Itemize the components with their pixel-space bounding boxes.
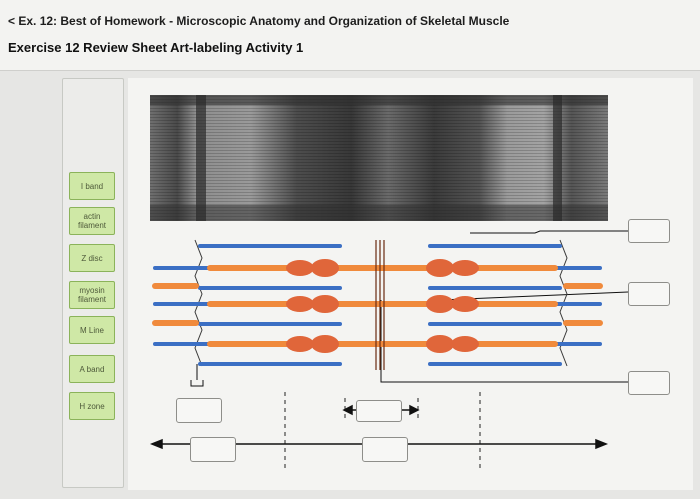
- drop-target-1[interactable]: [628, 219, 670, 243]
- label-myosin-filament[interactable]: myosin filament: [69, 281, 115, 309]
- label-a-band[interactable]: A band: [69, 355, 115, 383]
- drop-target-5[interactable]: [356, 400, 402, 422]
- m-line: [375, 240, 385, 370]
- chevron-left-icon: <: [8, 14, 16, 28]
- label-m-line[interactable]: M Line: [69, 316, 115, 344]
- label-h-zone[interactable]: H zone: [69, 392, 115, 420]
- label-actin-filament[interactable]: actin filament: [69, 207, 115, 235]
- page-title: Exercise 12 Review Sheet Art-labeling Ac…: [8, 40, 304, 55]
- myosin-filaments: [152, 265, 603, 347]
- header-bar: < Ex. 12: Best of Homework - Microscopic…: [0, 0, 700, 71]
- back-link-label: Ex. 12: Best of Homework - Microscopic A…: [18, 14, 510, 28]
- label-i-band[interactable]: I band: [69, 172, 115, 200]
- label-z-disc[interactable]: Z disc: [69, 244, 115, 272]
- back-link[interactable]: < Ex. 12: Best of Homework - Microscopic…: [8, 14, 509, 28]
- drop-target-2[interactable]: [628, 282, 670, 306]
- drop-target-7[interactable]: [362, 437, 408, 462]
- drop-target-4[interactable]: [176, 398, 222, 423]
- drop-target-6[interactable]: [190, 437, 236, 462]
- micrograph-image: [150, 95, 608, 221]
- drop-target-3[interactable]: [628, 371, 670, 395]
- myosin-heads: [286, 259, 479, 353]
